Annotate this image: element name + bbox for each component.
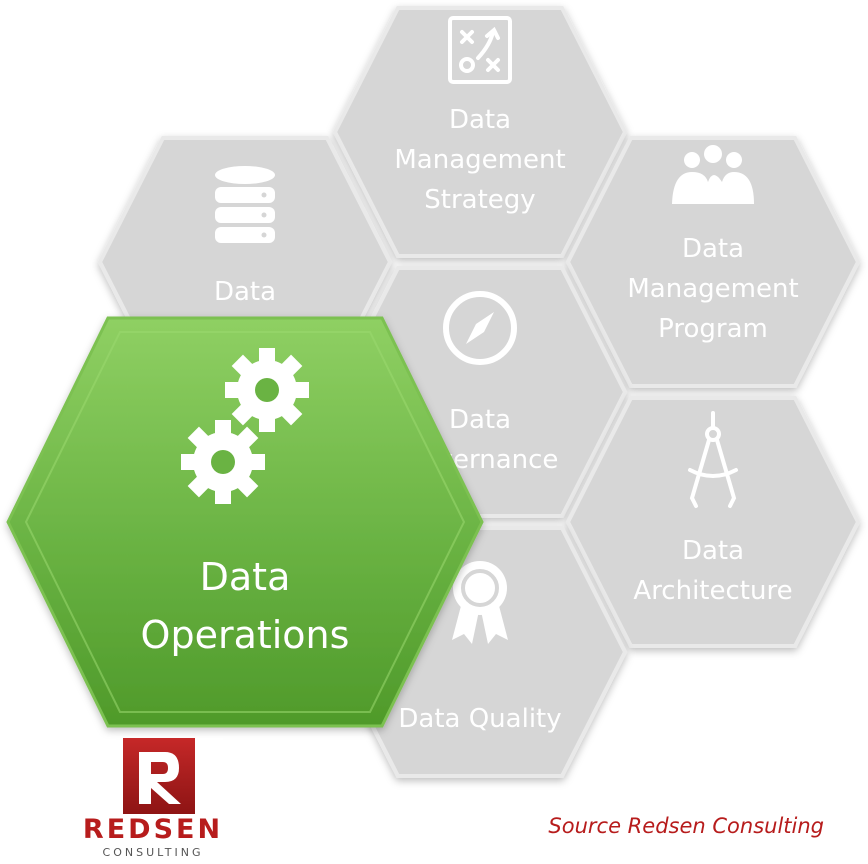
hex-data-management-strategy: Data Management Strategy bbox=[332, 6, 628, 258]
hex-label-line: Data bbox=[200, 555, 291, 599]
hex-data-operations: Data Operations bbox=[6, 316, 484, 728]
logo-red-square bbox=[123, 738, 195, 814]
hex-label-line: Data bbox=[682, 234, 744, 264]
hex-label-line: Program bbox=[658, 314, 768, 344]
hex-label-line: Operations bbox=[141, 613, 350, 657]
hex-label-line: Data Quality bbox=[398, 704, 561, 734]
hex-data-management-program: Data Management Program bbox=[565, 136, 861, 388]
redsen-logo: REDSEN CONSULTING bbox=[80, 738, 230, 859]
hex-label-line: Data bbox=[214, 277, 276, 307]
hex-label-line: Strategy bbox=[424, 185, 535, 215]
award-ribbon-icon bbox=[452, 561, 508, 644]
logo-mark bbox=[123, 738, 223, 814]
hex-label-line: Management bbox=[394, 145, 565, 175]
brand-tagline: CONSULTING bbox=[102, 846, 204, 859]
compass-icon bbox=[443, 291, 517, 365]
hex-data-architecture: Data Architecture bbox=[565, 396, 861, 648]
people-group-icon bbox=[672, 145, 754, 204]
hex-label-line: Data bbox=[449, 105, 511, 135]
hex-label-line: Data bbox=[449, 405, 511, 435]
source-note: Source Redsen Consulting bbox=[548, 814, 824, 838]
drafting-compass-icon bbox=[688, 411, 738, 508]
strategy-board-icon bbox=[448, 16, 512, 84]
database-icon bbox=[215, 166, 275, 243]
hex-label-line: Data bbox=[682, 536, 744, 566]
hex-label-line: Architecture bbox=[633, 576, 792, 606]
brand-name: REDSEN bbox=[82, 814, 224, 845]
logo-letter-r-icon bbox=[139, 752, 181, 804]
hex-label-line: Management bbox=[627, 274, 798, 304]
